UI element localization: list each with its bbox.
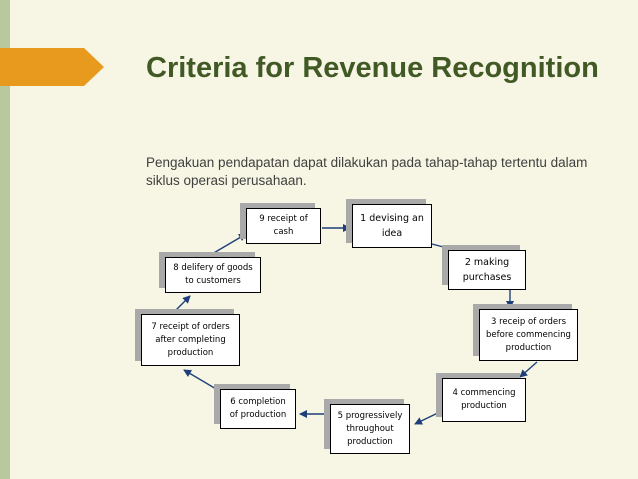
step-8-node: 8 delifery of goods to customers	[165, 257, 261, 293]
arrow-7-to-8	[171, 295, 191, 315]
step-1-node: 1 devising an idea	[352, 204, 432, 248]
arrow-8-to-9	[211, 233, 247, 255]
step-4-node: 4 commencing production	[442, 378, 526, 422]
arrow-decoration-icon	[0, 48, 104, 86]
step-7-node: 7 receipt of orders after completing pro…	[141, 314, 240, 366]
step-5-node: 5 progressively throughout production	[330, 404, 410, 454]
step-6-node: 6 completion of production	[220, 389, 296, 429]
slide-title: Criteria for Revenue Recognition	[146, 52, 599, 84]
arrow-3-to-4	[519, 361, 538, 378]
arrow-4-to-5	[414, 409, 445, 425]
slide-subtitle: Pengakuan pendapatan dapat dilakukan pad…	[146, 155, 588, 188]
step-3-node: 3 receip of orders before commencing pro…	[479, 309, 578, 361]
left-decorative-band	[0, 0, 10, 479]
step-2-node: 2 making purchases	[448, 250, 526, 290]
step-9-node: 9 receipt of cash	[246, 208, 321, 244]
